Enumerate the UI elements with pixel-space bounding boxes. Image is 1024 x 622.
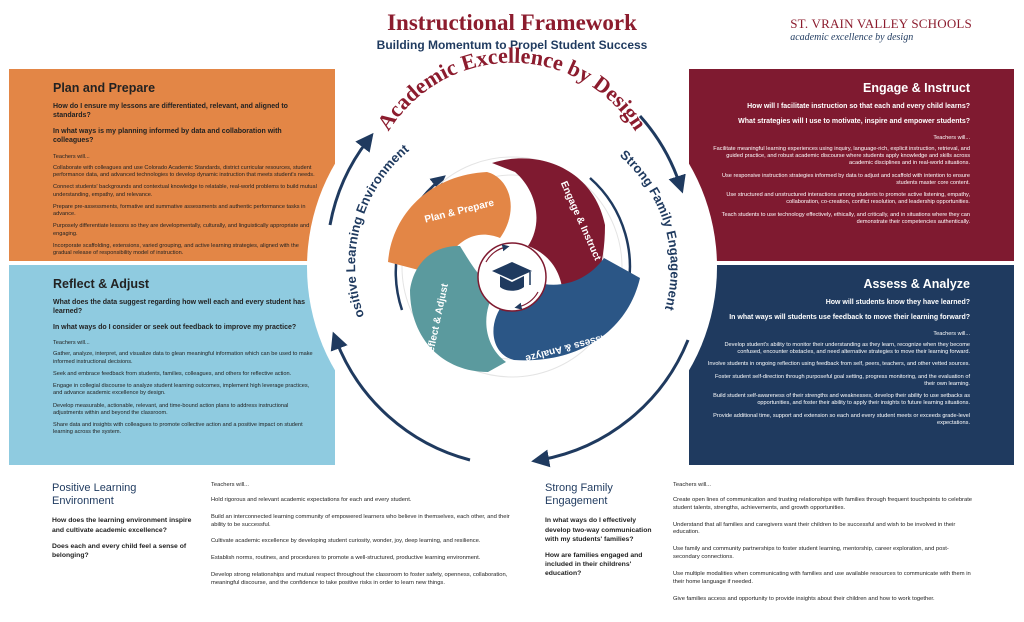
family-engagement-lead: Teachers will... (673, 482, 712, 488)
positive-learning-item: Develop strong relationships and mutual … (211, 572, 508, 586)
reflect-adjust-panel: Reflect & Adjust What does the data sugg… (9, 265, 335, 465)
reflect-adjust-question: In what ways do I consider or seek out f… (53, 323, 297, 331)
reflect-adjust-item: Seek and embrace feedback from students,… (53, 370, 292, 377)
plan-prepare-item: Purposely differentiate lessons so they … (53, 223, 310, 237)
plan-prepare-question: In what ways is my planning informed by … (53, 127, 282, 145)
ring-arc-bottom-left (330, 331, 471, 462)
center-arrow (485, 244, 510, 263)
assess-analyze-item: Foster student self-direction through pu… (715, 373, 970, 387)
assess-analyze-title: Assess & Analyze (863, 277, 970, 291)
engage-instruct-panel: Engage & Instruct How will I facilitate … (689, 69, 1014, 261)
framework-wheel: Academic Excellence by Design Positive L… (254, 42, 717, 472)
assess-analyze-item: Provide additional time, support and ext… (713, 412, 970, 426)
family-engagement-item: Create open lines of communication and t… (673, 497, 973, 511)
plan-prepare-item: Incorporate scaffolding, extensions, var… (53, 242, 299, 257)
petal-assess-analyze (493, 258, 640, 361)
family-engagement-title: Strong Family Engagement (545, 482, 613, 508)
assess-analyze-item: Build student self-awareness of their st… (713, 393, 970, 407)
page-subtitle: Building Momentum to Propel Student Succ… (376, 38, 648, 52)
positive-learning-lead: Teachers will... (211, 482, 250, 488)
petal-reflect-adjust (410, 245, 506, 372)
positive-learning-items-col: Teachers will... Hold rigorous and relev… (211, 482, 511, 597)
plan-prepare-item: Prepare pre-assessments, formative and s… (53, 203, 306, 218)
engage-instruct-item: Use structured and unstructured interact… (726, 192, 970, 206)
assess-analyze-panel: Assess & Analyze How will students know … (689, 265, 1014, 465)
petal-plan-prepare (388, 172, 511, 275)
graduation-cap-icon (492, 262, 532, 291)
assess-analyze-lead: Teachers will... (933, 330, 970, 337)
engage-instruct-question: How will I facilitate instruction so tha… (747, 103, 970, 110)
engage-instruct-item: Facilitate meaningful learning experienc… (713, 145, 970, 167)
family-engagement-question: How are families engaged and included in… (545, 551, 643, 578)
petal-engage-instruct (492, 158, 605, 318)
plan-prepare-item: Connect students' backgrounds and contex… (53, 184, 317, 198)
reflect-adjust-item: Engage in collegial discourse to analyze… (53, 383, 310, 397)
ring-arc-bottom-right (531, 339, 690, 468)
assess-analyze-question: How will students know they have learned… (825, 299, 970, 306)
plan-prepare-question: How do I ensure my lessons are different… (53, 103, 288, 120)
family-engagement-item: Use multiple modalities when communicati… (673, 570, 971, 585)
positive-learning-item: Establish norms, routines, and procedure… (211, 555, 481, 562)
plan-prepare-lead: Teachers will... (53, 153, 90, 160)
plan-prepare-item: Collaborate with colleagues and use Colo… (53, 164, 315, 179)
reflect-adjust-question: What does the data suggest regarding how… (53, 299, 306, 316)
reflect-adjust-lead: Teachers will... (53, 340, 90, 347)
family-engagement-question: In what ways do I effectively develop tw… (545, 517, 652, 543)
ring-arc-right (638, 114, 686, 194)
logo-tagline: academic excellence by design (790, 32, 914, 43)
family-engagement-item: Give families access and opportunity to … (673, 595, 935, 602)
family-engagement-heading-col: Strong Family Engagement In what ways do… (545, 482, 660, 585)
family-engagement-item: Understand that all families and caregiv… (673, 521, 956, 536)
engage-instruct-question: What strategies will I use to motivate, … (738, 118, 970, 126)
engage-instruct-title: Engage & Instruct (863, 81, 970, 95)
reflect-adjust-item: Develop measurable, actionable, relevant… (53, 402, 289, 416)
plan-prepare-title: Plan and Prepare (53, 81, 156, 95)
positive-learning-item: Cultivate academic excellence by develop… (211, 538, 481, 545)
family-engagement-item: Use family and community partnerships to… (673, 546, 949, 561)
positive-learning-title: Positive Learning Environment (52, 482, 137, 508)
positive-learning-heading-col: Positive Learning Environment How does t… (52, 482, 192, 567)
engage-instruct-item: Use responsive instruction strategies in… (721, 172, 970, 186)
positive-learning-question: Does each and every child feel a sense o… (52, 542, 187, 559)
family-engagement-items-col: Teachers will... Create open lines of co… (673, 482, 973, 612)
reflect-adjust-item: Share data and insights with colleagues … (53, 422, 303, 436)
plan-prepare-panel: Plan and Prepare How do I ensure my less… (9, 69, 335, 261)
guide-ring (401, 156, 623, 378)
assess-analyze-question: In what ways will students use feedback … (729, 314, 970, 322)
logo-name: ST. VRAIN VALLEY SCHOOLS (790, 16, 972, 31)
assess-analyze-item: Involve students in ongoing reflection u… (707, 361, 970, 368)
engage-instruct-item: Teach students to use technology effecti… (721, 211, 970, 225)
assess-analyze-item: Develop student's ability to monitor the… (724, 341, 970, 356)
engage-instruct-lead: Teachers will... (933, 134, 970, 141)
positive-learning-item: Build an interconnected learning communi… (211, 513, 510, 528)
reflect-adjust-title: Reflect & Adjust (53, 277, 150, 291)
ring-arc-left (328, 132, 374, 226)
reflect-adjust-item: Gather, analyze, interpret, and visualiz… (53, 351, 313, 365)
positive-learning-question: How does the learning environment inspir… (52, 517, 192, 534)
page-title: Instructional Framework (387, 10, 637, 35)
center-arrow (514, 291, 539, 310)
positive-learning-item: Hold rigorous and relevant academic expe… (211, 497, 412, 503)
district-logo: ST. VRAIN VALLEY SCHOOLS academic excell… (790, 16, 972, 43)
